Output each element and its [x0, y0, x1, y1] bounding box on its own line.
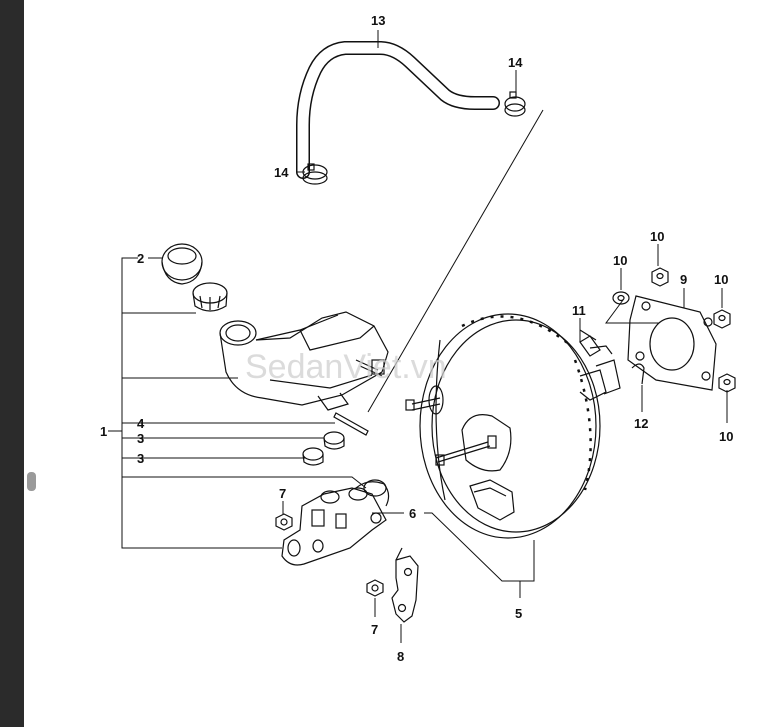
callout-10-left: 10 [613, 253, 627, 268]
callout-9: 9 [680, 272, 687, 287]
callout-labels: 13 14 14 2 1 4 3 3 7 6 7 8 5 10 10 9 10 … [100, 13, 733, 664]
hose-clamp-upper [504, 91, 526, 117]
nut-lower [366, 579, 384, 597]
callout-10-right: 10 [714, 272, 728, 287]
callout-11: 11 [572, 303, 586, 318]
callout-5: 5 [515, 606, 522, 621]
callout-4: 4 [137, 416, 145, 431]
reservoir-strainer [192, 282, 228, 312]
left-panel-strip [0, 0, 24, 727]
reservoir-cap [161, 243, 203, 285]
vacuum-hose [296, 41, 500, 179]
watermark: SedanViet.vn [245, 348, 447, 386]
nut-10-a [612, 291, 630, 305]
master-cylinder [281, 479, 390, 566]
nut-10-d [718, 373, 736, 393]
hose-clamp-lower [302, 163, 328, 185]
callout-1: 1 [100, 424, 107, 439]
callout-13: 13 [371, 13, 385, 28]
callout-8: 8 [397, 649, 404, 664]
nut-10-c [713, 309, 731, 329]
mounting-bracket [391, 547, 419, 623]
callout-14-upper: 14 [508, 55, 523, 70]
callout-7-upper: 7 [279, 486, 286, 501]
brake-fluid-reservoir [219, 311, 389, 411]
nut-upper [275, 513, 293, 531]
callout-3-lower: 3 [137, 451, 144, 466]
callout-12: 12 [634, 416, 648, 431]
callout-14-lower: 14 [274, 165, 289, 180]
brake-booster [405, 313, 621, 539]
retaining-clip [631, 363, 645, 385]
callout-7-lower: 7 [371, 622, 378, 637]
booster-gasket [627, 295, 717, 391]
nut-10-b [651, 267, 669, 287]
leader-lines [108, 30, 728, 643]
callout-10-bottom: 10 [719, 429, 733, 444]
scrollbar-thumb[interactable] [27, 472, 36, 491]
grommet-upper [323, 431, 345, 450]
reservoir-pin [333, 412, 369, 436]
callout-10-top: 10 [650, 229, 664, 244]
callout-6: 6 [409, 506, 416, 521]
callout-2: 2 [137, 251, 144, 266]
grommet-lower [302, 447, 324, 466]
callout-3-upper: 3 [137, 431, 144, 446]
